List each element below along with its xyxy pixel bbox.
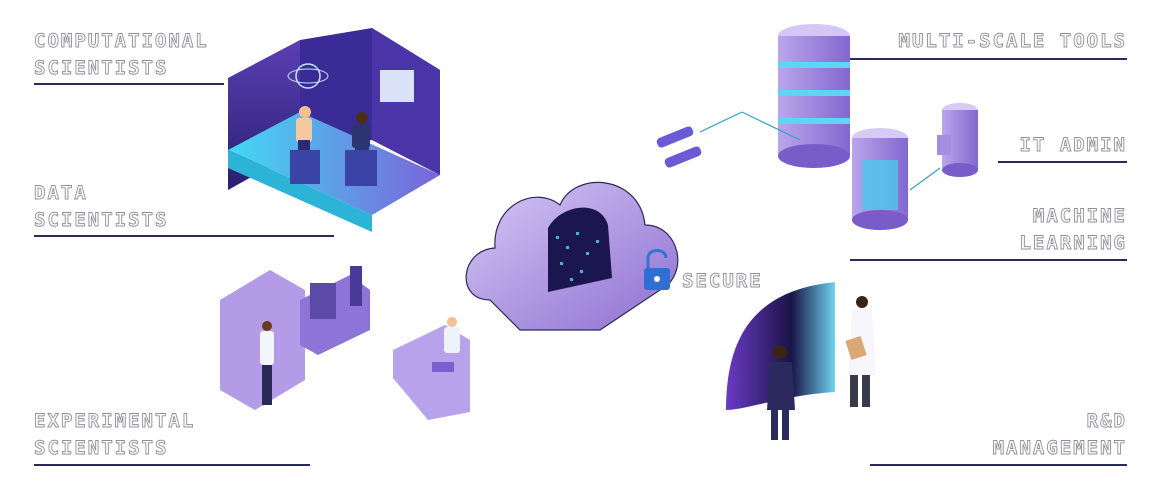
label-line: MACHINE — [1032, 205, 1127, 228]
rule-itadmin — [998, 161, 1127, 163]
label-computational-scientists: COMPUTATIONAL SCIENTISTS — [34, 28, 209, 82]
rule-ml — [850, 259, 1127, 261]
presentation-screen-illustration — [726, 282, 876, 440]
label-data-scientists: DATA SCIENTISTS — [34, 180, 168, 234]
label-line: R&D — [1086, 410, 1127, 433]
label-line: DATA — [34, 182, 88, 205]
label-line: SCIENTISTS — [34, 57, 169, 80]
cloud-icon — [465, 181, 679, 331]
label-experimental-scientists: EXPERIMENTAL SCIENTISTS — [34, 408, 195, 462]
label-rnd-management: R&D MANAGEMENT — [992, 408, 1127, 462]
label-line: SCIENTISTS — [34, 437, 169, 460]
lab-illustration — [220, 266, 470, 420]
label-line: LEARNING — [1019, 232, 1127, 255]
label-line: EXPERIMENTAL — [34, 410, 196, 433]
rule-multiscale — [850, 58, 1127, 60]
rule-data — [34, 235, 334, 237]
rule-rnd — [870, 464, 1127, 466]
rule-experimental — [34, 464, 310, 466]
label-secure: SECURE — [682, 270, 763, 293]
label-it-admin: IT ADMIN — [1019, 132, 1127, 159]
label-multi-scale-tools: MULTI-SCALE TOOLS — [898, 28, 1127, 55]
label-line: COMPUTATIONAL — [34, 30, 209, 53]
server-rack-illustration — [656, 24, 978, 230]
label-machine-learning: MACHINE LEARNING — [1019, 203, 1127, 257]
label-line: SCIENTISTS — [34, 209, 169, 232]
computational-workstation-illustration — [228, 28, 440, 232]
padlock-icon — [644, 249, 670, 290]
rule-computational — [34, 83, 224, 85]
label-line: MULTI-SCALE TOOLS — [898, 30, 1127, 53]
label-line: MANAGEMENT — [992, 437, 1127, 460]
label-line: IT ADMIN — [1019, 134, 1127, 157]
